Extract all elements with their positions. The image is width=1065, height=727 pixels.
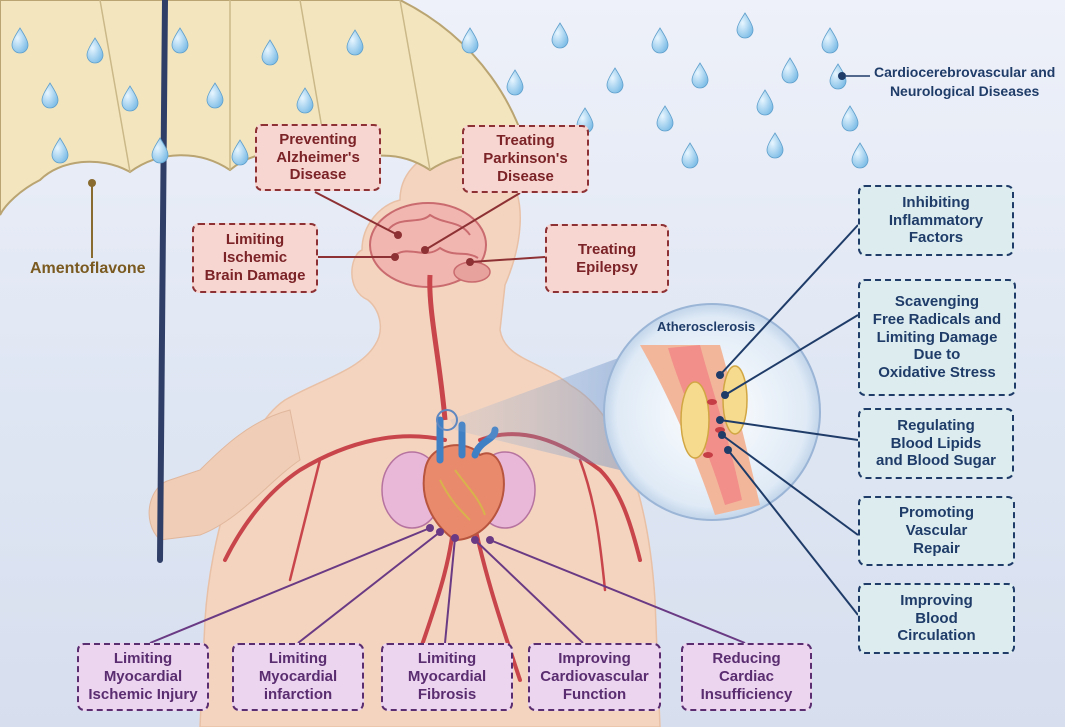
box-promoting-vascular-repair: Promoting Vascular Repair bbox=[858, 496, 1015, 566]
connector-endpoints bbox=[391, 72, 846, 544]
box-preventing-alzheimers: Preventing Alzheimer's Disease bbox=[255, 124, 381, 191]
zoom-cone bbox=[450, 350, 640, 475]
box-scavenging-free-radicals: Scavenging Free Radicals and Limiting Da… bbox=[858, 279, 1016, 396]
box-limiting-myocardial-infarction: Limiting Myocardial infarction bbox=[232, 643, 364, 711]
box-limiting-myocardial-fibrosis: Limiting Myocardial Fibrosis bbox=[381, 643, 513, 711]
box-treating-parkinsons: Treating Parkinson's Disease bbox=[462, 125, 589, 193]
brain bbox=[369, 202, 491, 421]
amentoflavone-label: Amentoflavone bbox=[30, 260, 146, 277]
box-treating-epilepsy: Treating Epilepsy bbox=[545, 224, 669, 293]
box-limiting-myocardial-ischemic-injury: Limiting Myocardial Ischemic Injury bbox=[77, 643, 209, 711]
legend-label: Cardiocerebrovascular and Neurological D… bbox=[874, 64, 1056, 99]
zoom-origin-marker bbox=[436, 409, 458, 431]
connectors bbox=[149, 191, 859, 644]
box-regulating-lipids-sugar: Regulating Blood Lipids and Blood Sugar bbox=[858, 408, 1014, 479]
atherosclerosis-inset bbox=[603, 303, 821, 521]
box-improving-cardiovascular-function: Improving Cardiovascular Function bbox=[528, 643, 661, 711]
box-limiting-ischemic-brain-damage: Limiting Ischemic Brain Damage bbox=[192, 223, 318, 293]
heart bbox=[381, 416, 536, 542]
box-inhibiting-inflammatory-factors: Inhibiting Inflammatory Factors bbox=[858, 185, 1014, 256]
box-improving-blood-circulation: Improving Blood Circulation bbox=[858, 583, 1015, 654]
box-reducing-cardiac-insufficiency: Reducing Cardiac Insufficiency bbox=[681, 643, 812, 711]
atherosclerosis-label: Atherosclerosis bbox=[657, 319, 756, 334]
